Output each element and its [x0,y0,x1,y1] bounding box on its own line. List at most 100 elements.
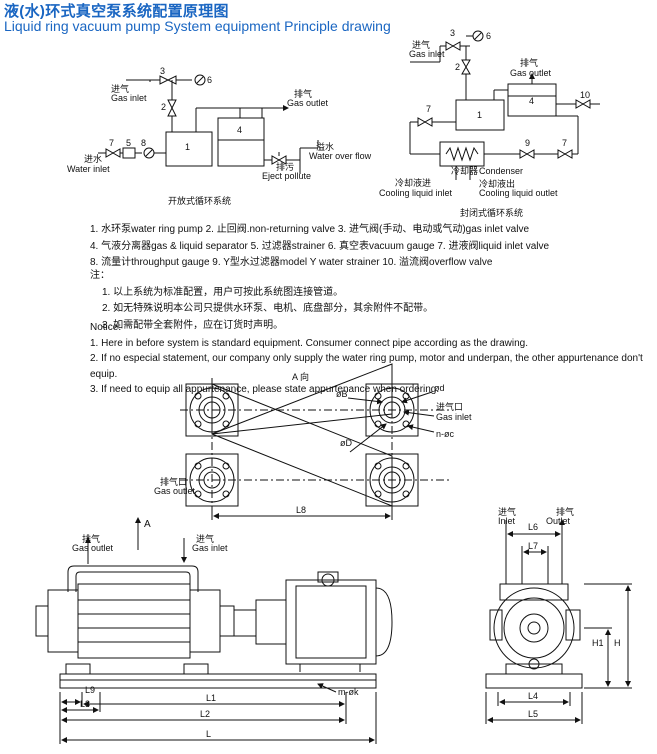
open-overflow-en: Water over flow [309,151,372,161]
closed-num-9: 9 [525,138,530,148]
open-gas-inlet-en: Gas inlet [111,93,147,103]
closed-num-4: 4 [529,96,534,106]
legend-line-1: 1. 水环泵water ring pump 2. 止回阀.non-returni… [90,224,530,235]
notice-en-3: 3. If need to equip all appurtenance, pl… [90,384,440,395]
closed-gas-outlet-en: Gas outlet [510,68,552,78]
open-num-7: 7 [109,138,114,148]
end-outlet-en: Outlet [546,516,571,526]
notes-cn-1: 1. 以上系统为标准配置，用户可按此系统图连接管道。 [102,286,344,298]
side-gas-outlet-cn: 排气 [82,533,100,544]
open-separator-tank [217,117,265,167]
end-L5-label: L5 [528,709,538,719]
open-system-caption: 开放式循环系统 [168,195,231,206]
closed-num-10: 10 [580,90,590,100]
notice-english: Notice: 1. Here in before system is stan… [90,320,657,398]
open-eject-en: Eject pollute [262,171,311,181]
open-system-diagram [98,74,319,174]
side-L1-label: L1 [206,693,216,703]
end-view-labels: 进气 Inlet 排气 Outlet L6 L7 L4 L5 H1 H [498,506,621,719]
open-pump-box [165,131,213,167]
closed-pump-box [455,99,505,131]
side-gas-outlet-en: Gas outlet [72,543,114,553]
end-L6-label: L6 [528,522,538,532]
flange-view-title: A 向 [292,371,309,382]
flange-view-diagram [180,363,450,520]
closed-cool-in-cn: 冷却液进 [395,177,431,188]
notice-en-2: 2. If no especial statement, our company… [90,353,643,380]
flange-view-labels: A 向 øB ød øD 进气口 Gas inlet n-øc 排气口 Gas … [154,371,472,515]
flange-phiD-label: øD [340,438,352,448]
end-L4-label: L4 [528,691,538,701]
open-num-5: 5 [126,138,131,148]
closed-gas-outlet-cn: 排气 [520,57,538,68]
side-arrow-A: A [144,519,151,530]
flange-phiB-label: øB [336,389,348,399]
flange-gas-inlet-en: Gas inlet [436,412,472,422]
flange-gas-inlet-cn: 进气口 [436,401,463,412]
closed-cool-out-cn: 冷却液出 [479,178,515,189]
notice-en-1: 1. Here in before system is standard equ… [90,337,529,349]
open-num-3: 3 [160,66,165,76]
closed-gas-inlet-cn: 进气 [412,39,430,50]
side-gas-inlet-en: Gas inlet [192,543,228,553]
closed-system-diagram [409,30,600,180]
closed-cool-in-en: Cooling liquid inlet [379,188,453,198]
end-L7-label: L7 [528,541,538,551]
open-num-6: 6 [207,75,212,85]
closed-num-3: 3 [450,28,455,38]
flange-nphic-label: n-øc [436,429,455,439]
end-H-label: H [614,638,621,648]
end-inlet-cn: 进气 [498,506,516,517]
flange-L8-label: L8 [296,505,306,515]
open-gas-outlet-en: Gas outlet [287,98,329,108]
closed-num-2: 2 [455,62,460,72]
closed-gas-inlet-en: Gas inlet [409,49,445,59]
notice-en-heading: Notice: [90,322,122,333]
flange-phid-label: ød [434,383,445,393]
side-mphik-label: m-øk [338,687,359,697]
closed-num-7a: 7 [426,104,431,114]
closed-system-labels: 进气 Gas inlet 排气 Gas outlet 冷却液进 Cooling … [379,28,590,218]
open-eject-cn: 排污 [276,161,294,172]
notes-cn-2: 2. 如无特殊说明本公司只提供水环泵、电机、底盘部分，其余附件不配带。 [102,303,434,314]
notes-cn-3: 3. 如需配带全套附件，应在订货时声明。 [102,319,284,331]
open-gas-inlet-cn: 进气 [111,83,129,94]
open-num-4: 4 [237,125,242,135]
notes-cn-heading: 注： [90,270,110,281]
component-legend: 1. 水环泵water ring pump 2. 止回阀.non-returni… [90,222,549,272]
legend-line-3: 8. 流量计throughput gauge 9. Y型水过滤器model Y … [90,257,493,268]
open-num-1: 1 [185,142,190,152]
side-L3-label: L3 [80,699,90,709]
open-num-8: 8 [141,138,146,148]
closed-system-caption: 封闭式循环系统 [460,207,523,218]
pump-side-view [35,517,393,744]
end-H1-label: H1 [592,638,604,648]
open-water-inlet-cn: 进水 [84,153,102,164]
closed-num-7b: 7 [562,138,567,148]
closed-cool-out-en: Cooling liquid outlet [479,188,558,198]
legend-line-2: 4. 气液分离器gas & liquid separator 5. 过滤器str… [90,240,550,252]
open-gas-outlet-cn: 排气 [294,88,312,99]
side-L9-label: L9 [85,685,95,695]
open-overflow-cn: 溢水 [316,141,334,152]
side-L-label: L [206,729,211,739]
closed-num-1: 1 [477,110,482,120]
open-num-2: 2 [161,102,166,112]
side-gas-inlet-cn: 进气 [196,533,214,544]
side-L2-label: L2 [200,709,210,719]
flange-gas-outlet-en: Gas outlet [154,486,196,496]
end-inlet-en: Inlet [498,516,516,526]
closed-num-6: 6 [486,31,491,41]
open-system-labels: 进气 Gas inlet 排气 Gas outlet 进水 Water inle… [67,66,372,206]
side-view-labels: A 排气 Gas outlet 进气 Gas inlet L9 L3 L1 L2… [72,519,359,739]
notes-chinese: 注： 1. 以上系统为标准配置，用户可按此系统图连接管道。 2. 如无特殊说明本… [90,268,433,334]
flange-gas-outlet-cn: 排气口 [160,476,187,487]
closed-condenser-en: Condenser [479,166,523,176]
open-water-inlet-en: Water inlet [67,164,110,174]
title-chinese: 液(水)环式真空泵系统配置原理图 [4,3,229,20]
end-outlet-cn: 排气 [556,506,574,517]
closed-cooler-cn: 冷却器 [451,165,478,176]
title-english: Liquid ring vacuum pump System equipment… [4,18,391,34]
pump-end-view [485,519,632,724]
